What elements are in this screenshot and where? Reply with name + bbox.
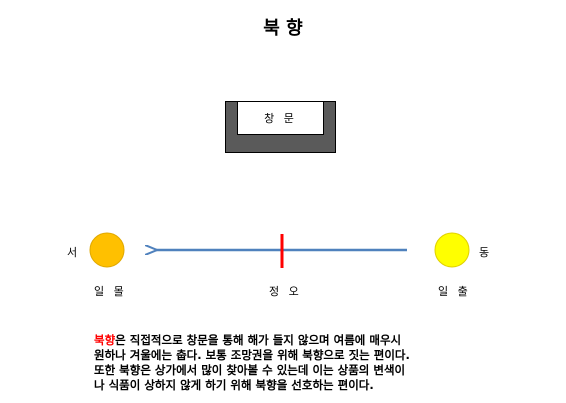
east-sun-icon	[434, 232, 470, 268]
sunset-label: 일 몰	[94, 285, 127, 298]
description-highlight: 북향	[94, 333, 116, 347]
sunrise-label: 일 출	[438, 285, 471, 298]
description-line-4: 나 식품이 상하지 않게 하기 위해 북향을 선호하는 편이다.	[94, 378, 374, 392]
window-frame: 창 문	[225, 101, 336, 153]
description: 북향은 직접적으로 창문을 통해 해가 들지 않으며 여름에 매우시 원하나 겨…	[94, 333, 514, 393]
west-label: 서	[67, 246, 78, 259]
east-label: 동	[479, 246, 490, 259]
noon-label: 정 오	[269, 285, 302, 298]
description-line-2: 원하나 겨울에는 춥다. 보통 조망권을 위해 북향으로 짓는 편이다.	[94, 348, 410, 362]
description-line-1: 북향은 직접적으로 창문을 통해 해가 들지 않으며 여름에 매우시	[94, 333, 402, 347]
window-label: 창 문	[237, 102, 324, 135]
description-line-3: 또한 북향은 상가에서 많이 찾아볼 수 있는데 이는 상품의 변색이	[94, 363, 406, 377]
page-title: 북 향	[263, 18, 303, 39]
west-sun-icon	[89, 232, 125, 268]
